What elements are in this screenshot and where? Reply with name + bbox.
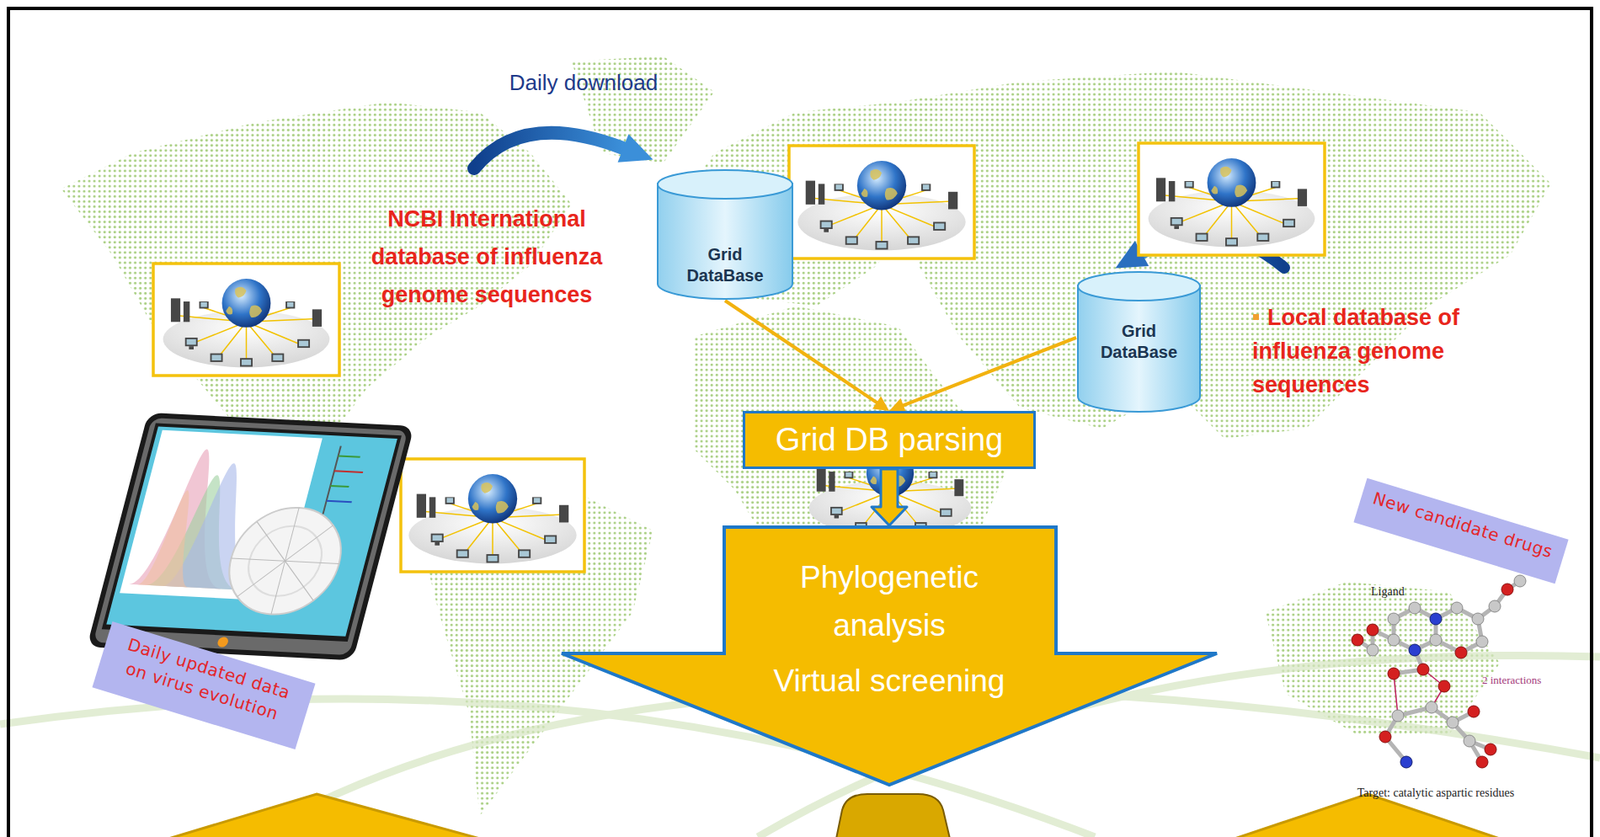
node-text: Daily updated data on virus evolution: [106, 629, 304, 731]
node-text: Grid DataBase: [1093, 320, 1186, 363]
note-tag: New candidate drugs: [1353, 477, 1568, 584]
block-connector: [871, 469, 907, 526]
text-label: Local database of influenza genome seque…: [1252, 300, 1505, 402]
frame: [8, 8, 1592, 837]
text-label: Target: catalytic aspartic residues: [1338, 786, 1533, 800]
node-text: New candidate drugs: [1368, 485, 1558, 564]
note-tag: Daily updated data on virus evolution: [92, 621, 316, 750]
node-text: Virtual screening: [678, 656, 1100, 705]
text-label: 2 interactions: [1482, 673, 1542, 688]
arrow-connector: [725, 300, 890, 411]
text-label: Daily download: [465, 69, 702, 96]
download-arrow: [474, 133, 654, 169]
text-label: NCBI International database of influenza…: [360, 200, 614, 315]
cylinder-shape: [1076, 270, 1202, 414]
process-box: Grid DB parsing: [742, 410, 1036, 470]
node-text: Grid DataBase: [678, 244, 772, 287]
node-text: Phylogenetic analysis: [746, 553, 1033, 650]
database-cylinder: Grid DataBase: [1076, 270, 1202, 414]
node-text: Grid DB parsing: [775, 422, 1003, 459]
database-cylinder: Grid DataBase: [656, 168, 795, 301]
block-arrow: Phylogenetic analysisVirtual screening: [559, 525, 1220, 788]
monitor-illustration: [86, 412, 415, 661]
bottom-arrows: [168, 794, 1500, 837]
text-label: Ligand: [1370, 585, 1405, 599]
bullet: [1253, 314, 1259, 320]
world-map: [61, 56, 1552, 817]
arrow-connector: [889, 337, 1077, 413]
molecule-illustration: [1351, 575, 1526, 768]
